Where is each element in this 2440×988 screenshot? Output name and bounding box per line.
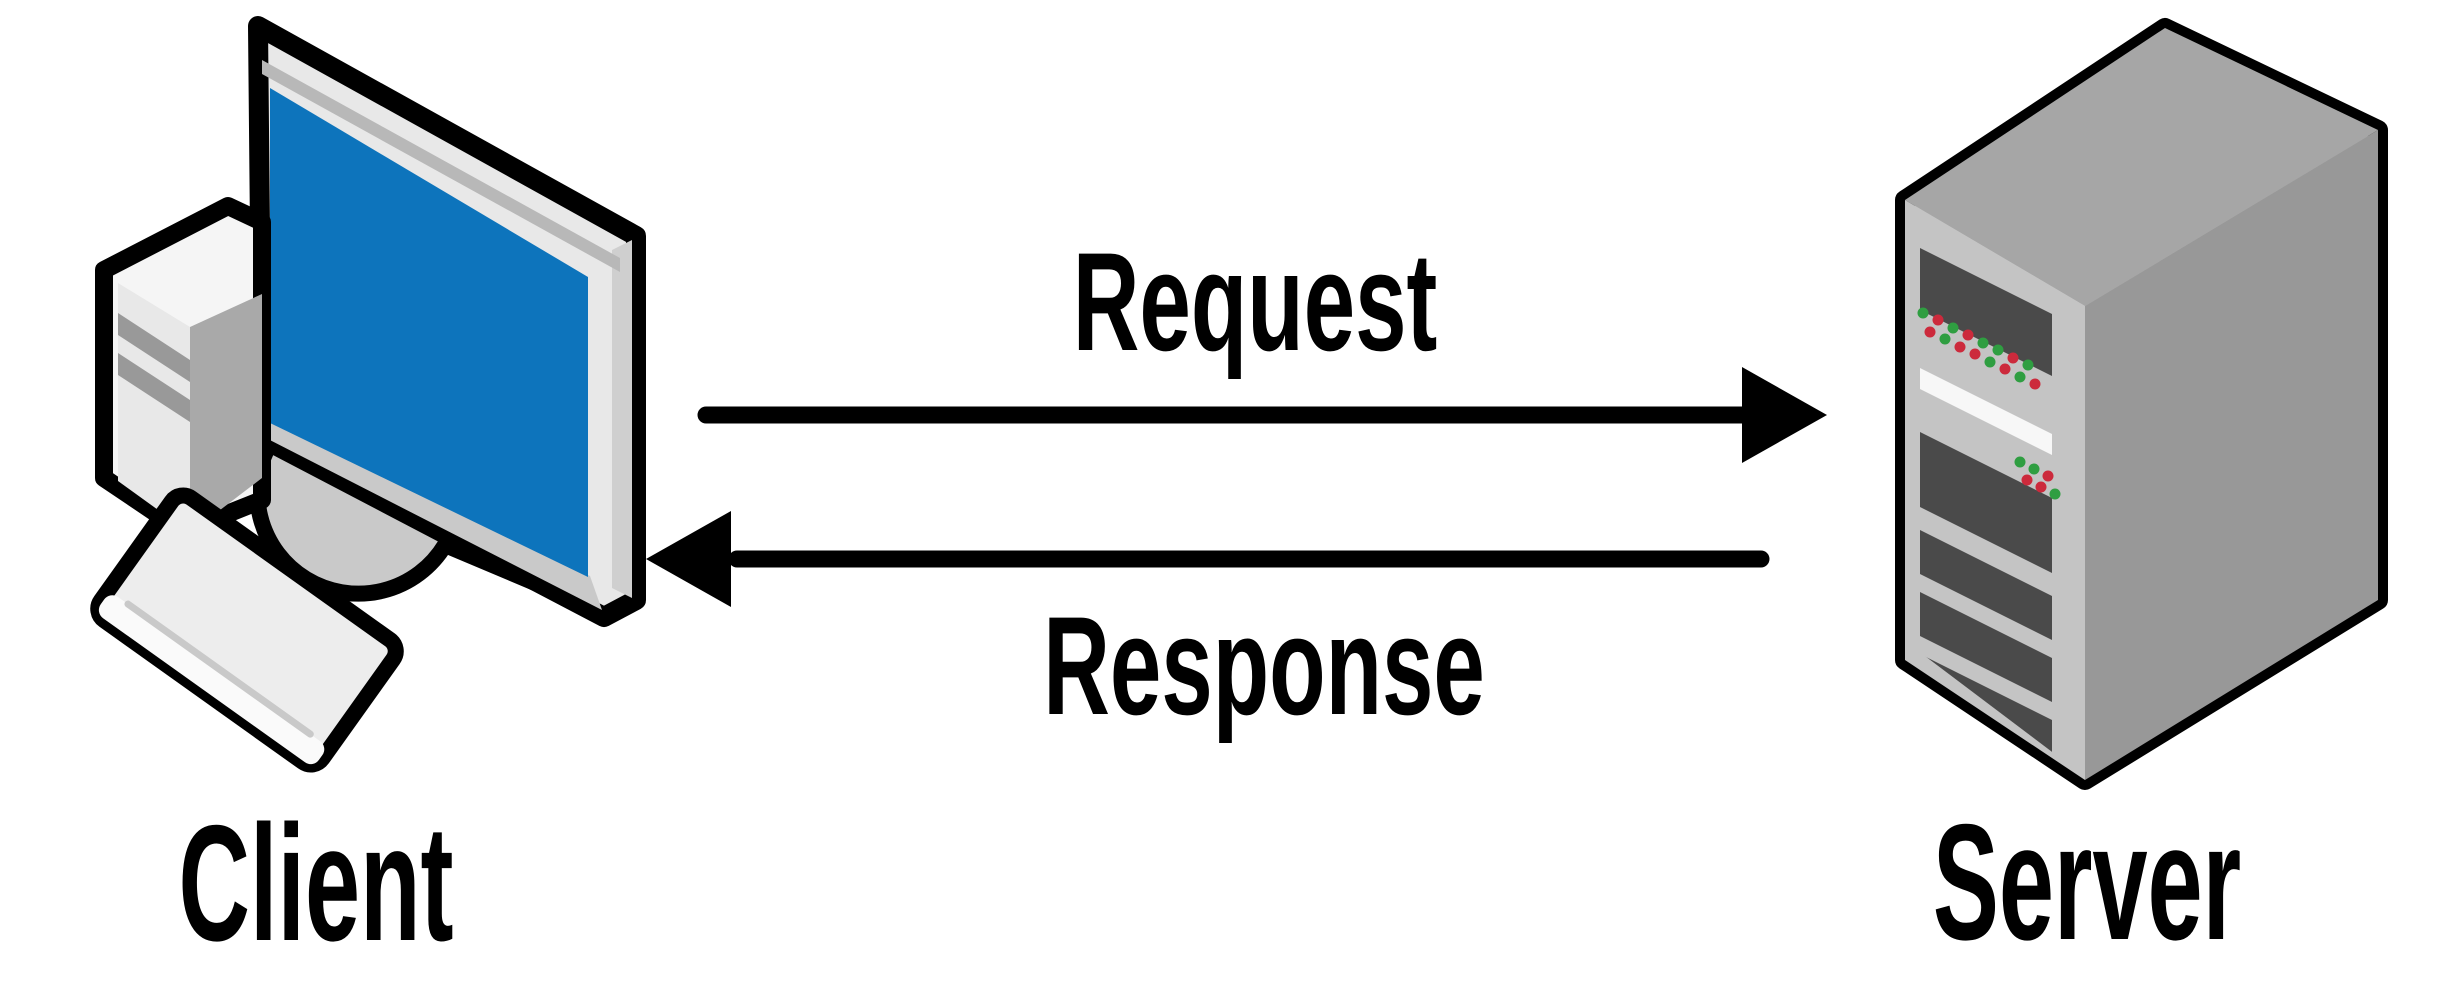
response-arrowhead xyxy=(646,511,731,607)
response-label: Response xyxy=(1043,587,1485,744)
server-led-row xyxy=(1917,307,2034,371)
server-white-stripe xyxy=(1920,368,2052,455)
client-computer-icon xyxy=(90,16,646,773)
server-drive-slot xyxy=(1920,432,2052,573)
keyboard-body xyxy=(90,487,404,773)
server-led-row xyxy=(1924,326,2041,390)
tower-side-face xyxy=(190,294,262,533)
monitor-top-seam xyxy=(262,60,620,272)
tower-vent-stripe xyxy=(118,353,190,422)
server-led-cluster xyxy=(2014,456,2061,500)
monitor-screen xyxy=(270,88,588,577)
tower-vent-stripe xyxy=(118,313,190,382)
server-top-face xyxy=(1905,28,2378,306)
server-drive-slot xyxy=(1920,248,2052,376)
server-side-face xyxy=(2085,130,2378,780)
keyboard xyxy=(90,487,404,773)
request-arrowhead xyxy=(1742,367,1827,463)
server-drive-slot xyxy=(1920,592,2052,702)
client-label: Client xyxy=(178,791,454,975)
monitor-underside xyxy=(262,420,602,610)
server-drive-slot xyxy=(1920,530,2052,640)
server-label: Server xyxy=(1932,790,2242,974)
desktop-tower xyxy=(95,197,271,545)
keyboard-front-edge xyxy=(98,595,325,765)
keyboard-seam xyxy=(124,600,314,738)
request-label: Request xyxy=(1072,223,1438,380)
request-arrow xyxy=(697,367,1827,463)
monitor-side-strip xyxy=(612,240,632,598)
response-arrow xyxy=(646,511,1770,607)
server-tower-icon xyxy=(1895,18,2388,790)
